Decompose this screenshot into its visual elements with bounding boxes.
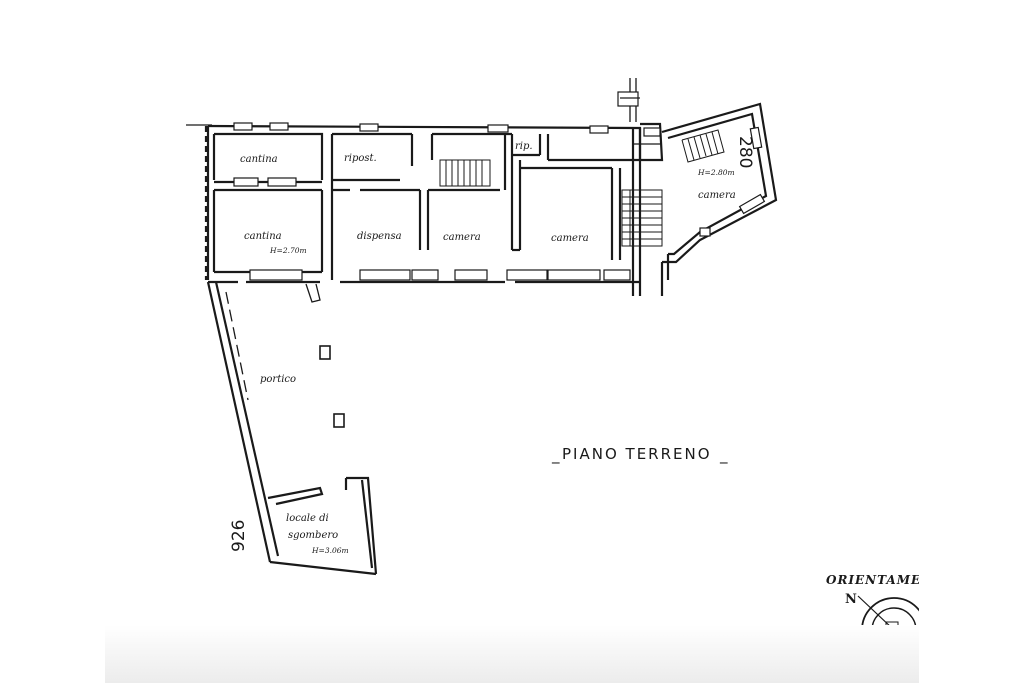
plan-title-dash-right: _ [719, 446, 730, 465]
room-label-cantina-bottom: cantina [244, 231, 282, 242]
north-label: N [845, 592, 857, 607]
stair-central [439, 159, 491, 187]
stair-corner [681, 129, 725, 163]
plan-title: PIANO TERRENO [562, 445, 712, 463]
portico-pillars [319, 345, 345, 428]
height-label-locale: H=3.06m [311, 546, 349, 555]
orientation-label: ORIENTAME [826, 573, 921, 587]
room-label-cantina-top: cantina [240, 154, 278, 165]
main-block-walls [204, 124, 642, 296]
portico-walls [206, 281, 378, 576]
scan-shadow [105, 625, 919, 683]
parcel-number-upper: 280 [735, 136, 755, 168]
door-swing [305, 283, 321, 303]
room-label-rip: rip. [515, 141, 533, 152]
room-label-locale-line1: locale di [286, 513, 329, 524]
height-label-camera-right: H=2.80m [697, 168, 735, 177]
right-margin [919, 0, 1024, 683]
room-label-locale-line2: sgombero [288, 530, 338, 541]
room-label-portico: portico [260, 374, 296, 385]
room-label-ripost: ripost. [344, 153, 377, 164]
room-label-dispensa: dispensa [357, 231, 402, 242]
right-wing-walls [632, 102, 778, 296]
parcel-number-lower: 926 [229, 520, 249, 552]
interior-walls [212, 132, 640, 280]
room-label-camera-right: camera [698, 190, 736, 201]
stair-right [621, 189, 663, 247]
chimney-detail [617, 78, 640, 122]
windows-top [233, 122, 609, 134]
windows-bottom [233, 177, 631, 281]
room-label-camera-2: camera [551, 233, 589, 244]
room-label-camera-1: camera [443, 232, 481, 243]
height-label-cantina: H=2.70m [269, 246, 307, 255]
plan-title-dash-left: _ [551, 446, 562, 465]
